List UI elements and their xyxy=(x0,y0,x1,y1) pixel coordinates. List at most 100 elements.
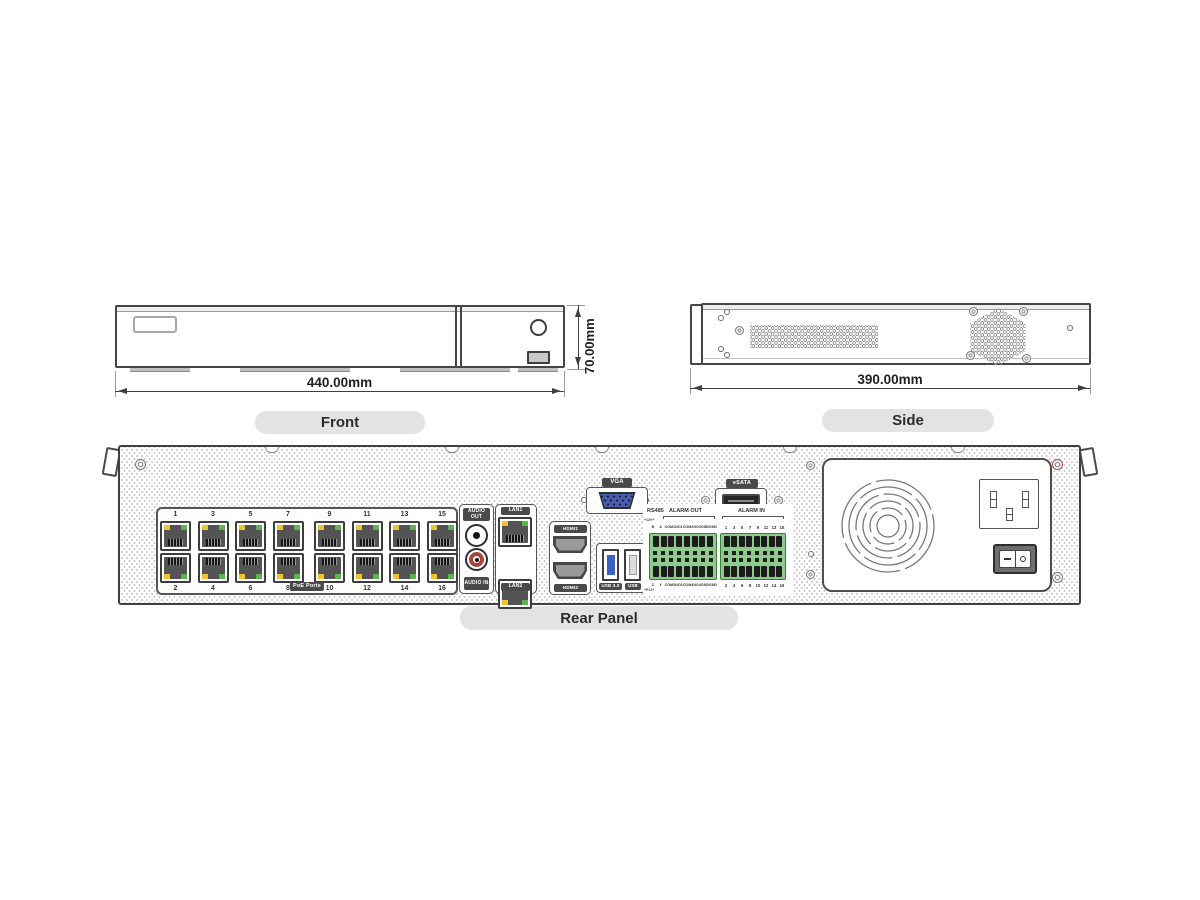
hdmi-block: HDMI1 HDMI2 xyxy=(549,521,591,595)
terminal-connector-icon xyxy=(761,536,768,547)
psu-enclosure xyxy=(822,458,1052,592)
terminal-connector-icon xyxy=(706,536,713,547)
pin-label: COM1 xyxy=(664,525,676,529)
poe-port xyxy=(351,553,383,583)
poe-port-number: 10 xyxy=(325,585,334,592)
screw-icon xyxy=(135,459,146,470)
screw-icon xyxy=(724,309,730,315)
terminal-hole-icon xyxy=(731,551,736,555)
led-green-icon xyxy=(522,600,528,605)
rj45-pins-icon xyxy=(359,558,375,565)
terminal-connector-icon xyxy=(753,566,760,577)
pin-label: 3 xyxy=(732,525,736,530)
rj45-port-icon xyxy=(235,521,266,551)
alarm-in-label: ALARM IN xyxy=(738,508,765,514)
poe-port-number: 2 xyxy=(173,585,178,592)
rj45-port-icon xyxy=(160,521,191,551)
poe-port-number: 8 xyxy=(286,585,290,592)
terminal-connector-icon xyxy=(660,536,667,547)
poe-port xyxy=(235,521,266,551)
pin-label: 10 xyxy=(755,583,761,588)
pin-label: 14 xyxy=(771,583,777,588)
terminal-connector-icon xyxy=(768,536,775,547)
terminal-screwhole-row xyxy=(724,551,782,555)
terminal-hole-icon xyxy=(677,551,681,555)
pin-label: 6 xyxy=(740,583,744,588)
front-top-seam xyxy=(117,307,563,312)
mount-ear-right xyxy=(1078,446,1099,478)
terminal-conn-row xyxy=(724,566,782,577)
rj45-port-icon xyxy=(351,553,383,583)
dim-extension xyxy=(1090,368,1091,394)
poe-port xyxy=(235,553,266,583)
vga-port-icon xyxy=(598,492,636,509)
led-yellow-icon xyxy=(393,525,399,530)
screw-icon xyxy=(718,346,724,352)
pin-label: COM3 xyxy=(664,583,676,587)
terminal-hole-icon xyxy=(669,558,673,562)
rj45-pins-icon xyxy=(359,539,375,546)
rca-center xyxy=(473,532,480,539)
terminal-hole-icon xyxy=(653,551,657,555)
front-width-dim: 440.00mm xyxy=(306,375,373,390)
rj45-port-icon xyxy=(197,553,229,583)
terminal-connector-icon xyxy=(746,536,753,547)
pin-label: NO1 xyxy=(675,525,683,529)
front-logo-plate xyxy=(133,316,177,333)
rj45-pins-icon xyxy=(280,539,296,546)
led-yellow-icon xyxy=(164,525,170,530)
led-yellow-icon xyxy=(318,574,324,579)
alarm-in-terminal-icon xyxy=(720,533,786,580)
led-yellow-icon xyxy=(502,600,508,605)
rj45-pins-icon xyxy=(434,558,450,565)
terminal-connector-icon xyxy=(699,566,706,577)
screw-icon xyxy=(735,326,744,335)
power-switch-icon xyxy=(993,544,1037,574)
pin-label: 8 xyxy=(748,583,752,588)
led-green-icon xyxy=(335,574,341,579)
poe-port xyxy=(351,521,383,551)
rj45-pins-icon xyxy=(243,558,258,565)
pin-label: 11 xyxy=(763,525,769,530)
led-green-icon xyxy=(372,574,379,579)
poe-ports-badge: PoE Ports xyxy=(289,582,325,591)
terminal-connector-icon xyxy=(731,566,738,577)
led-yellow-icon xyxy=(201,574,208,579)
poe-port-number: 13 xyxy=(400,511,409,518)
pin-label: GND xyxy=(709,525,718,529)
led-yellow-icon xyxy=(355,525,362,530)
terminal-hole-icon xyxy=(661,551,665,555)
alarm-aux-bottom: +P12+ xyxy=(644,588,655,592)
terminal-screwhole-row xyxy=(653,558,713,562)
screw-icon xyxy=(718,315,724,321)
poe-port xyxy=(272,521,304,551)
alarm-out-bracket xyxy=(663,516,715,519)
hdmi-slot xyxy=(555,564,585,577)
terminal-hole-icon xyxy=(661,558,665,562)
terminal-connector-icon xyxy=(683,536,690,547)
alarm-aux-top: +12V+ xyxy=(644,518,655,522)
terminal-connector-icon xyxy=(676,566,683,577)
audio-out-badge: AUDIO OUT xyxy=(463,508,490,521)
terminal-connector-icon xyxy=(746,566,753,577)
poe-port xyxy=(197,521,229,551)
rj45-pins-icon xyxy=(506,535,524,542)
front-view-label: Front xyxy=(255,411,425,434)
inlet-prong xyxy=(1006,508,1013,521)
side-width-dim: 390.00mm xyxy=(857,372,923,387)
led-green-icon xyxy=(447,525,454,530)
poe-port-number: 15 xyxy=(438,511,446,518)
pin-label: 5 xyxy=(740,525,744,530)
led-green-icon xyxy=(293,574,300,579)
on-mark-icon xyxy=(1003,557,1011,561)
pin-label: 2 xyxy=(724,583,728,588)
pin-label: A xyxy=(659,525,663,529)
poe-port xyxy=(314,521,345,551)
side-view-label: Side xyxy=(822,409,994,432)
pin-label: 13 xyxy=(771,525,777,530)
screw-icon xyxy=(1067,325,1073,331)
led-yellow-icon xyxy=(276,525,283,530)
rocker-off xyxy=(1014,551,1031,567)
